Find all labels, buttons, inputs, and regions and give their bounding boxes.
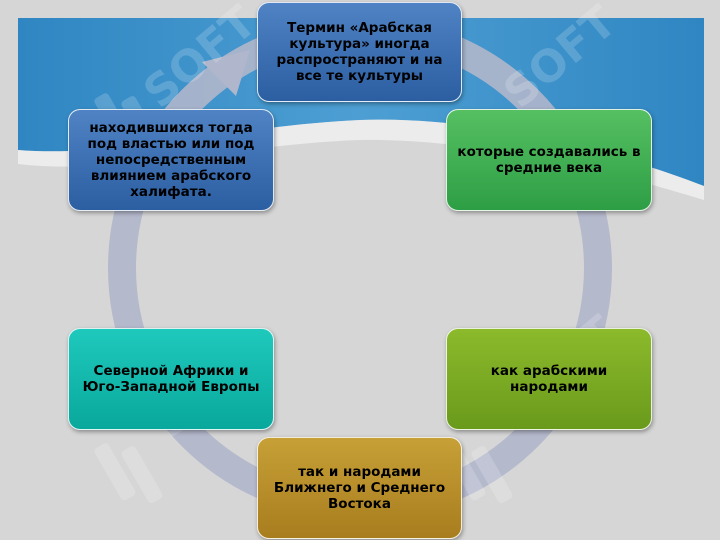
cycle-node-bottom: так и народами Ближнего и Среднего Восто… xyxy=(257,437,462,539)
node-text: как арабскими народами xyxy=(490,363,608,395)
cycle-arrow-icon xyxy=(202,50,250,96)
node-text: так и народами Ближнего и Среднего Восто… xyxy=(273,464,446,512)
cycle-node-right-top: которые создавались в средние века xyxy=(446,109,652,211)
node-text: Термин «Арабская культура» иногда распро… xyxy=(276,20,443,84)
cycle-node-right-bottom: как арабскими народами xyxy=(446,328,652,430)
cycle-node-left-bottom: Северной Африки и Юго-Западной Европы xyxy=(68,328,274,430)
header-banner xyxy=(18,18,704,186)
cycle-node-top: Термин «Арабская культура» иногда распро… xyxy=(257,2,462,102)
node-text: которые создавались в средние века xyxy=(457,144,641,176)
node-text: Северной Африки и Юго-Западной Европы xyxy=(82,363,260,395)
cycle-node-left-top: находившихся тогда под властью или под н… xyxy=(68,109,274,211)
node-text: находившихся тогда под властью или под н… xyxy=(87,120,255,200)
